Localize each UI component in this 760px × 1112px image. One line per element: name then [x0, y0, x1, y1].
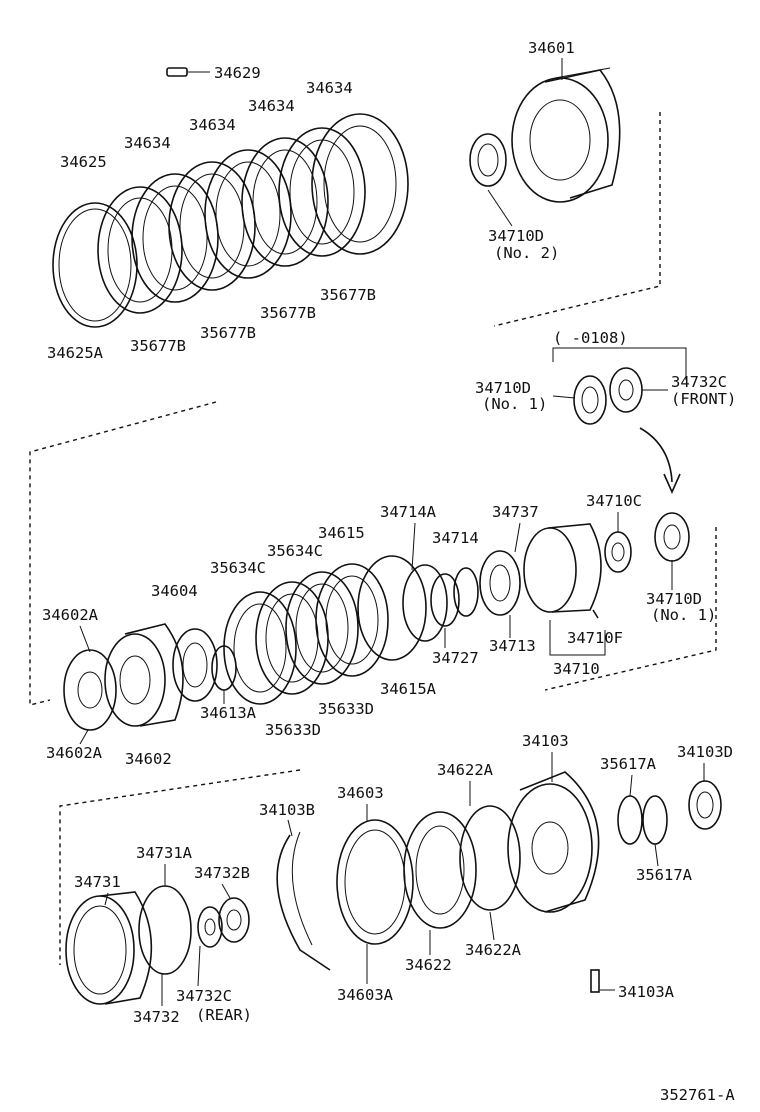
label-34634-d: 34634	[306, 79, 353, 97]
label-34103B: 34103B	[259, 801, 315, 819]
label-35633D-a: 35633D	[265, 721, 321, 739]
label-35617A-bot: 35617A	[636, 866, 693, 884]
gear-34714-icon	[453, 567, 479, 617]
clutch-34731A-icon	[138, 885, 192, 975]
label-34710: 34710	[553, 660, 600, 678]
clutch-pack-top	[52, 113, 409, 328]
ring-34622A-icon	[459, 805, 521, 911]
sprag-34604-icon	[172, 628, 218, 702]
label-35677B-c: 35677B	[260, 304, 316, 322]
label-34731A: 34731A	[136, 844, 193, 862]
label-34727: 34727	[432, 649, 479, 667]
drum-34731-icon	[65, 891, 153, 1005]
label-34710D-no1-front: 34710D	[475, 379, 531, 397]
label-35677B-d: 35677B	[320, 286, 376, 304]
band-34103B-icon	[276, 831, 331, 971]
label-34731: 34731	[74, 873, 121, 891]
washer-34732C-rear-icon	[197, 906, 223, 948]
label-34603A: 34603A	[337, 986, 394, 1004]
label-35634C-b: 35634C	[267, 542, 323, 560]
label-range: ( -0108)	[553, 329, 628, 347]
washer-34732C-front-icon	[609, 367, 643, 413]
leader-lines	[79, 58, 705, 1006]
label-34622A-top: 34622A	[437, 761, 494, 779]
bearing-34710D-no2-icon	[469, 133, 507, 187]
washer-34602A-icon	[63, 649, 117, 731]
label-rear: (REAR)	[196, 1006, 252, 1024]
label-34732C-front: 34732C	[671, 373, 727, 391]
bearing-34710D-no1-front-icon	[573, 375, 607, 425]
label-34602A-top: 34602A	[42, 606, 99, 624]
label-35634C-a: 35634C	[210, 559, 266, 577]
label-34622A-bot: 34622A	[465, 941, 522, 959]
pin-34710F-icon	[592, 609, 599, 619]
label-34625: 34625	[60, 153, 107, 171]
label-34732C-rear: 34732C	[176, 987, 232, 1005]
label-34601: 34601	[528, 39, 575, 57]
label-35677B-a: 35677B	[130, 337, 186, 355]
bolt-34103A-icon	[590, 969, 615, 993]
label-34713: 34713	[489, 637, 536, 655]
label-34732: 34732	[133, 1008, 180, 1026]
band-34603-icon	[336, 819, 414, 945]
label-34710F: 34710F	[567, 629, 623, 647]
label-34622: 34622	[405, 956, 452, 974]
label-34710D-no2: 34710D	[488, 227, 544, 245]
label-34634-c: 34634	[248, 97, 295, 115]
label-34103: 34103	[522, 732, 569, 750]
bracket-34710	[549, 620, 606, 656]
label-no2: (No. 2)	[494, 244, 559, 262]
bearing-34727-icon	[430, 573, 460, 627]
bearing-34732B-icon	[218, 897, 250, 943]
bolt-34629-icon	[166, 67, 210, 77]
label-34732B: 34732B	[194, 864, 250, 882]
bearing-34710D-no1-icon	[654, 512, 690, 562]
washer-34103D-icon	[688, 780, 722, 830]
label-34714: 34714	[432, 529, 479, 547]
range-bracket	[552, 347, 687, 380]
label-34629: 34629	[214, 64, 261, 82]
clutch-pack-middle	[223, 555, 427, 705]
label-no1-front: (No. 1)	[482, 395, 547, 413]
label-35633D-b: 35633D	[318, 700, 374, 718]
label-34103D: 34103D	[677, 743, 733, 761]
label-34604: 34604	[151, 582, 198, 600]
label-34615A: 34615A	[380, 680, 437, 698]
diagram-id: 352761-A	[660, 1086, 735, 1104]
label-34615: 34615	[318, 524, 365, 542]
label-34625A: 34625A	[47, 344, 104, 362]
label-34710C: 34710C	[586, 492, 642, 510]
ring-34714A-icon	[402, 564, 448, 642]
label-34602A-bot: 34602A	[46, 744, 103, 762]
washer-34710C-icon	[604, 531, 632, 573]
group-boundaries	[29, 112, 717, 965]
label-34714A: 34714A	[380, 503, 437, 521]
label-34613A: 34613A	[200, 704, 257, 722]
label-front: (FRONT)	[671, 390, 736, 408]
label-34737: 34737	[492, 503, 539, 521]
label-no1: (No. 1)	[651, 606, 716, 624]
label-34634-b: 34634	[189, 116, 236, 134]
drum-34602-icon	[104, 623, 184, 727]
case-34103-icon	[507, 771, 600, 913]
label-34602: 34602	[125, 750, 172, 768]
label-34634-a: 34634	[124, 134, 171, 152]
ring-35617A-icon	[617, 795, 668, 845]
gear-34737-icon	[479, 550, 521, 616]
drum-34601-icon	[511, 67, 621, 203]
carrier-34713-icon	[523, 523, 602, 613]
label-35617A-top: 35617A	[600, 755, 657, 773]
label-34603: 34603	[337, 784, 384, 802]
arrow-icon	[639, 427, 681, 494]
label-34103A: 34103A	[618, 983, 675, 1001]
piston-34622-icon	[403, 811, 477, 929]
label-35677B-b: 35677B	[200, 324, 256, 342]
label-34710D-no1: 34710D	[646, 590, 702, 608]
